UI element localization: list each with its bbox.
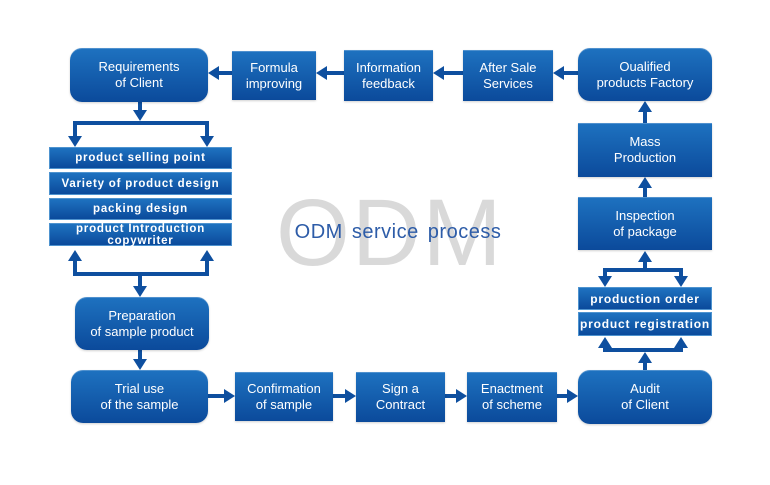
connector-to-preparation-line — [138, 276, 142, 286]
connector-rightstack-top-right-head-icon — [674, 276, 688, 287]
arrow-feedback-to-formula-head-icon — [316, 66, 327, 80]
arrow-sign-to-enactment-line — [445, 394, 456, 398]
arrow-enactment-to-audit-head-icon — [567, 389, 578, 403]
arrow-factory-to-aftersale-head-icon — [553, 66, 564, 80]
node-formula-improving: Formula improving — [232, 51, 316, 100]
connector-stack-top-left-head-icon — [68, 136, 82, 147]
node-trial-use-of-the-sample: Trial use of the sample — [71, 370, 208, 423]
connector-to-inspection-head-icon — [638, 251, 652, 262]
arrow-inspection-to-mass-head-icon — [638, 177, 652, 188]
arrow-confirmation-to-sign-line — [333, 394, 345, 398]
arrow-preparation-to-trial-head-icon — [133, 359, 147, 370]
connector-rightstack-top-left-head-icon — [598, 276, 612, 287]
node-sign-a-contract: Sign a Contract — [356, 372, 445, 422]
node-after-sale-services: After Sale Services — [463, 50, 553, 101]
connector-requirements-down-line — [138, 101, 142, 111]
arrow-formula-to-requirements-line — [218, 71, 232, 75]
bar-product-selling-point: product selling point — [49, 147, 232, 169]
connector-stack-top-right-line — [205, 125, 209, 137]
bar-product-registration: product registration — [578, 312, 712, 336]
node-confirmation-of-sample: Confirmation of sample — [235, 372, 333, 421]
connector-requirements-down-head-icon — [133, 110, 147, 121]
node-information-feedback: Information feedback — [344, 50, 433, 101]
connector-stack-bottom-bar — [73, 272, 209, 276]
connector-rightstack-top-bar — [603, 268, 683, 272]
arrow-enactment-to-audit-line — [557, 394, 567, 398]
arrow-aftersale-to-feedback-head-icon — [433, 66, 444, 80]
connector-rightstack-top-left-line — [603, 272, 607, 276]
connector-rightstack-bottom-left-head-icon — [598, 337, 612, 348]
arrow-factory-to-aftersale-line — [563, 71, 578, 75]
arrow-confirmation-to-sign-head-icon — [345, 389, 356, 403]
bar-product-introduction-copywriter: product Introduction copywriter — [49, 223, 232, 247]
connector-stack-bottom-right-line — [205, 261, 209, 272]
node-audit-of-client: Audit of Client — [578, 370, 712, 424]
node-requirements-of-client: Requirements of Client — [70, 48, 208, 102]
connector-audit-up-head-icon — [638, 352, 652, 363]
connector-stack-bottom-left-head-icon — [68, 250, 82, 261]
connector-stack-bottom-right-head-icon — [200, 250, 214, 261]
connector-stack-bottom-left-line — [73, 261, 77, 272]
node-enactment-of-scheme: Enactment of scheme — [467, 372, 557, 422]
connector-stack-top-right-head-icon — [200, 136, 214, 147]
arrow-feedback-to-formula-line — [326, 71, 344, 75]
connector-audit-up-line — [643, 362, 647, 370]
arrow-sign-to-enactment-head-icon — [456, 389, 467, 403]
arrow-aftersale-to-feedback-line — [443, 71, 463, 75]
connector-rightstack-top-right-line — [679, 272, 683, 276]
connector-rightstack-bottom-right-head-icon — [674, 337, 688, 348]
bar-production-order: production order — [578, 287, 712, 310]
arrow-mass-to-factory-head-icon — [638, 101, 652, 112]
bar-variety-of-product-design: Variety of product design — [49, 172, 232, 195]
arrow-preparation-to-trial-line — [138, 350, 142, 359]
bar-packing-design: packing design — [49, 198, 232, 220]
node-preparation-of-sample-product: Preparation of sample product — [75, 297, 209, 350]
connector-to-inspection-line — [643, 262, 647, 268]
connector-to-preparation-head-icon — [133, 286, 147, 297]
node-mass-production: Mass Production — [578, 123, 712, 177]
node-inspection-of-package: Inspection of package — [578, 197, 712, 250]
arrow-formula-to-requirements-head-icon — [208, 66, 219, 80]
arrow-inspection-to-mass-line — [643, 188, 647, 197]
node-qualified-products-factory: Oualified products Factory — [578, 48, 712, 101]
connector-rightstack-bottom-bar — [603, 348, 683, 352]
arrow-trial-to-confirmation-head-icon — [224, 389, 235, 403]
diagram-title: ODM service process — [294, 221, 502, 243]
arrow-trial-to-confirmation-line — [208, 394, 224, 398]
connector-stack-top-bar — [73, 121, 209, 125]
connector-stack-top-left-line — [73, 125, 77, 137]
odm-watermark-text: ODM — [276, 180, 504, 286]
arrow-mass-to-factory-line — [643, 112, 647, 123]
